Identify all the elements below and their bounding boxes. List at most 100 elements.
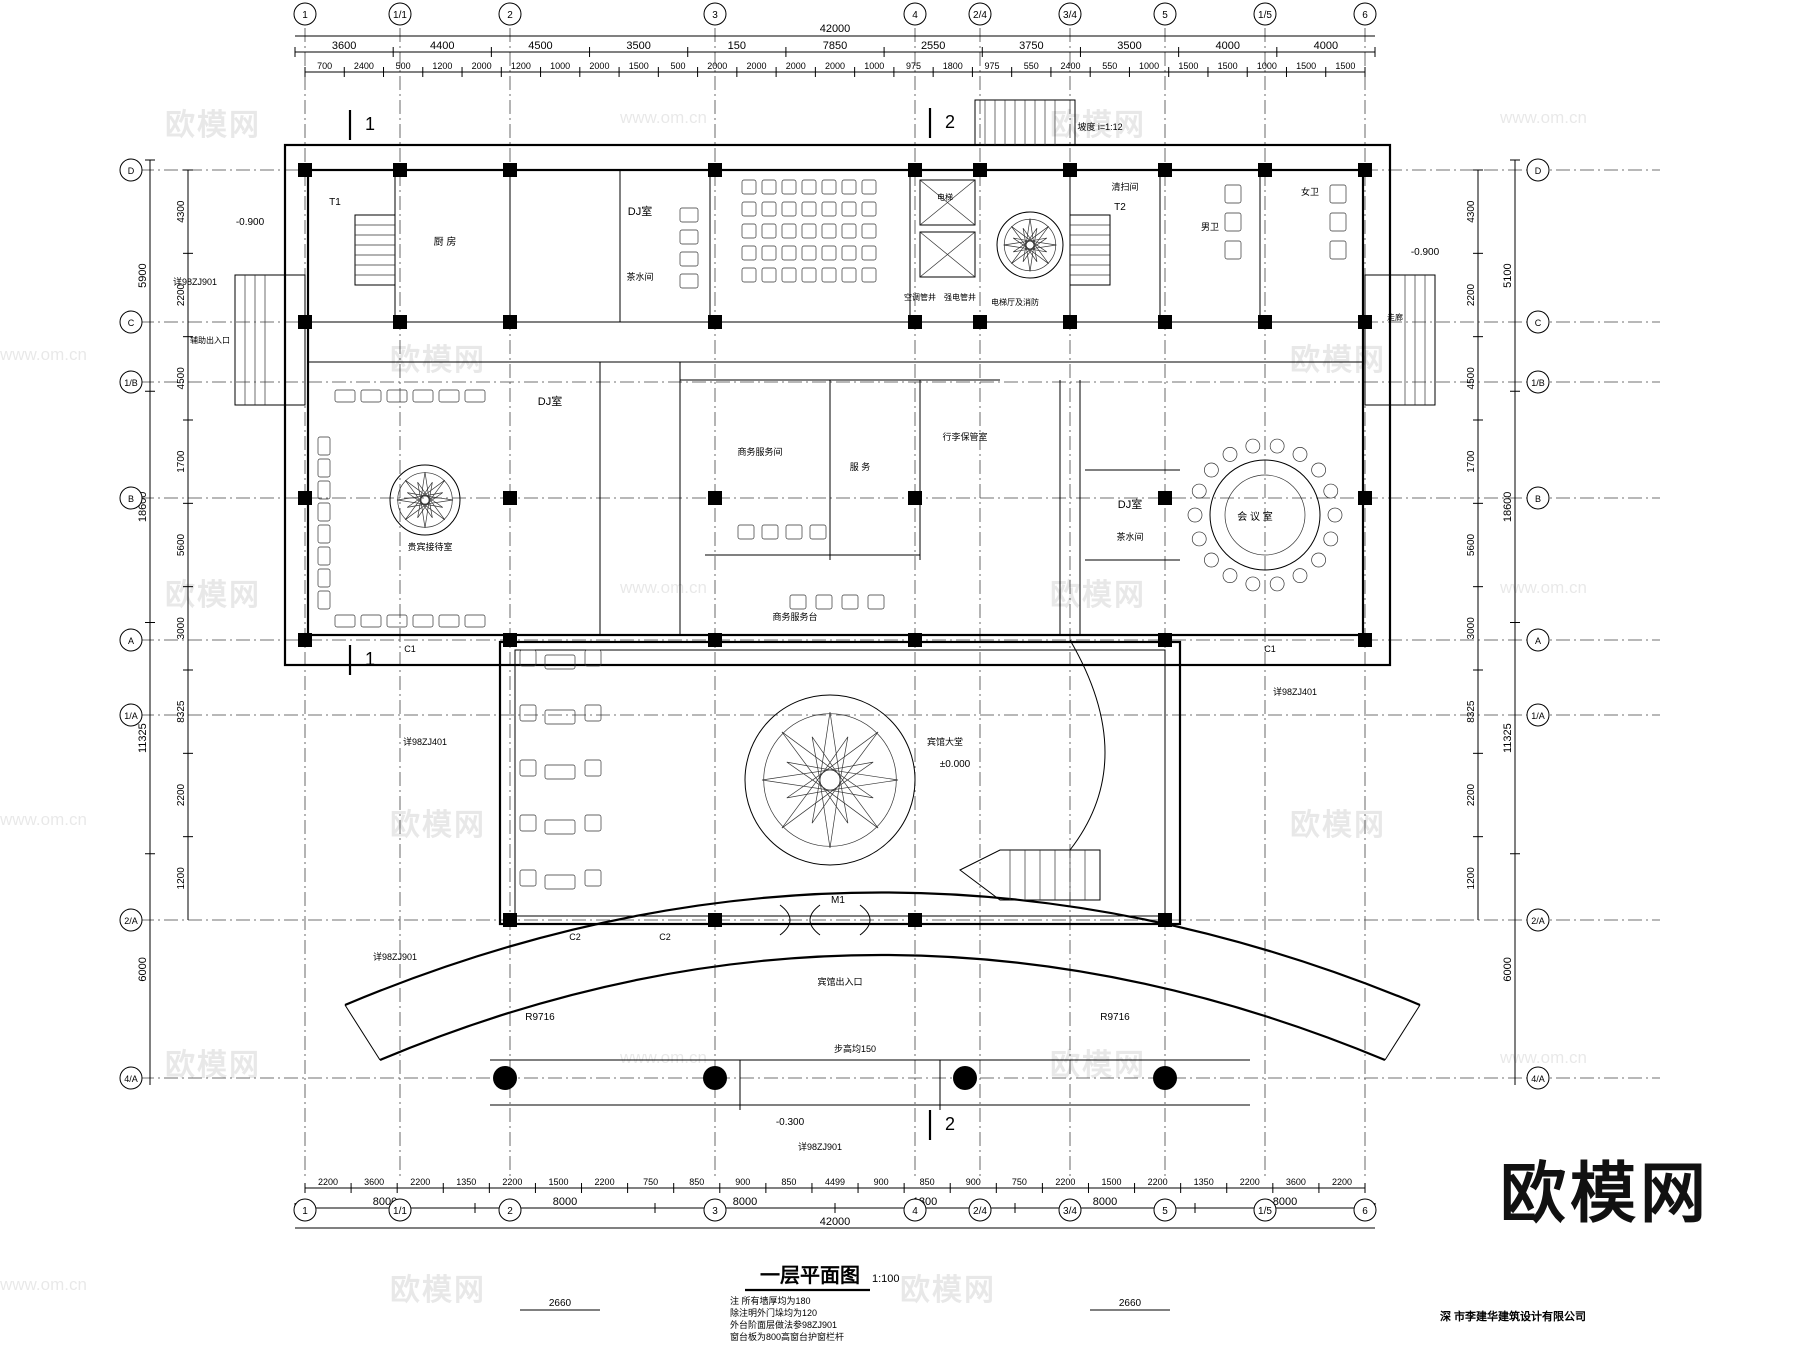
dimension-right-outer: 5100 [1502,263,1514,287]
dimension-top-row1: 150 [728,40,746,52]
round-column [953,1066,977,1090]
dimension-right-inner: 1700 [1466,450,1477,473]
axis-bubble-label: 2/A [124,916,138,926]
lounge-table [544,874,576,890]
dimension-right-inner: 3000 [1466,617,1477,640]
stool [761,524,779,540]
axis-bubble-label: 1/B [124,378,138,388]
conference-chair [1191,483,1207,499]
plan-label: C1 [1264,644,1276,654]
axis-lines [140,28,1660,1180]
conference-chair [1245,438,1261,454]
section-marker-label: 1 [365,649,375,669]
axis-bubble [903,2,927,26]
dimension-right-inner: 2200 [1466,283,1477,306]
conference-table [1209,459,1321,571]
toilet-stall [1224,212,1242,232]
dimension-top-row2: 975 [906,61,921,71]
sofa-seat [317,502,331,522]
sofa-seat [334,389,356,403]
structural-column [908,913,922,927]
axis-bubble [1058,1198,1082,1222]
dimension-bottom-row1: 2200 [1148,1177,1168,1187]
conference-chair [1204,462,1219,478]
dimension-bottom-row1: 750 [1012,1177,1027,1187]
plan-label: C1 [404,644,416,654]
dimension-top-row2: 550 [1024,61,1039,71]
structural-column [1063,315,1077,329]
side-seat [679,229,699,245]
lounge-chair [519,704,537,722]
dimension-top-row2: 2000 [589,61,609,71]
drawing-scale: 1:100 [872,1273,900,1285]
plan-label: 男卫 [1201,222,1219,232]
structural-column [1158,633,1172,647]
plan-label: -0.900 [236,217,265,228]
dimension-top-row2: 1000 [1139,61,1159,71]
auditorium-seat [761,245,777,261]
plan-label: -0.300 [776,1117,805,1128]
structural-column [1358,491,1372,505]
structural-column [1358,633,1372,647]
dimension-top-row2: 2000 [786,61,806,71]
axis-bubble-label: 1/A [124,711,138,721]
auditorium-seat [841,223,857,239]
structural-column [1158,163,1172,177]
axis-bubble-label: 5 [1162,1206,1168,1217]
axis-bubble-label: 2/4 [973,1206,987,1217]
lounge-chair [584,649,602,667]
dimension-right-inner: 5600 [1466,533,1477,556]
dimension-left-inner: 8325 [176,700,187,723]
structural-column [708,913,722,927]
dimension-top-row2: 1000 [1257,61,1277,71]
structural-column [1063,163,1077,177]
auditorium-seat [821,201,837,217]
side-seat [679,251,699,267]
dimension-bottom-row1: 3600 [364,1177,384,1187]
sofa-seat [360,614,382,628]
structural-column [708,163,722,177]
plan-label: 步高均150 [834,1043,876,1054]
toilet-stall [1329,184,1347,204]
dimension-bottom-row1: 2200 [1332,1177,1352,1187]
dimension-right-outer: 11325 [1502,723,1514,753]
lounge-chair [584,704,602,722]
auditorium-seat [821,223,837,239]
structural-column [708,491,722,505]
dimension-top-row2: 2000 [707,61,727,71]
conference-chair [1323,483,1339,499]
axis-bubble [119,1066,143,1090]
dimension-left-inner: 1700 [176,450,187,473]
dimension-top-row1: 4000 [1314,40,1338,52]
dimension-top-row2: 550 [1102,61,1117,71]
dimension-bottom-row1: 1500 [548,1177,568,1187]
plan-label: 详98ZJ901 [373,951,417,962]
structural-column [1158,491,1172,505]
axis-bubble-label: 1 [302,1206,308,1217]
auditorium-seat [801,267,817,283]
auditorium-seat [741,245,757,261]
plan-label: 辅助出入口 [190,335,230,345]
axis-bubble-label: 2 [507,1206,513,1217]
auditorium-seat [821,245,837,261]
sofa-seat [317,546,331,566]
plan-label: 茶水间 [626,271,653,282]
plan-label: 贵宾接待室 [407,541,452,552]
dimension-bottom-row1: 1500 [1102,1177,1122,1187]
dimension-bottom-row1: 2200 [595,1177,615,1187]
dimension-top-row2: 500 [396,61,411,71]
dimension-bottom-row1: 900 [735,1177,750,1187]
auditorium-seat [801,223,817,239]
structural-column [298,163,312,177]
toilet-stall [1329,240,1347,260]
dimension-bottom-row1: 900 [966,1177,981,1187]
structural-column [708,633,722,647]
plan-label: 服 务 [850,461,871,472]
conference-chair [1311,552,1326,568]
plan-label: T2 [1114,202,1126,213]
dimension-right-outer: 6000 [1502,957,1514,981]
auditorium-seat [841,179,857,195]
plan-label: 宾馆大堂 [927,736,963,747]
axis-bubble-label: A [128,636,134,646]
axis-bubble-label: 1/A [1531,711,1545,721]
